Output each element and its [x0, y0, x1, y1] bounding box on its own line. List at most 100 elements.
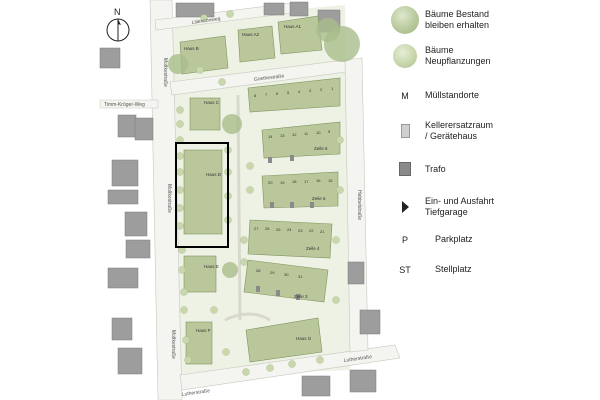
- legend-label: Kellerersatzraum / Gerätehaus: [425, 120, 494, 141]
- unit-number: 27: [254, 226, 259, 231]
- label-haus-e: Haus E: [204, 264, 219, 269]
- unit-number: 16: [316, 178, 321, 183]
- legend-symbol: ST: [399, 264, 411, 275]
- unit-number: 25: [276, 227, 281, 232]
- unit-numbers-row5: 28 29 30 31: [256, 268, 303, 279]
- unit-number: 12: [292, 132, 297, 137]
- unit-number: 20: [268, 180, 273, 185]
- legend-symbol: [385, 6, 425, 34]
- north-arrow-head: [118, 19, 121, 25]
- unit-number: 2: [320, 87, 323, 92]
- unit-number: 11: [304, 131, 309, 136]
- unit-number: 10: [316, 130, 321, 135]
- building-haus-g: [245, 317, 323, 363]
- unit-number: 23: [298, 228, 303, 233]
- legend: Bäume Bestand bleiben erhalten Bäume Neu…: [385, 0, 600, 400]
- unit-number: 14: [268, 134, 273, 139]
- row-zeile-4: [247, 219, 333, 259]
- unit-number: 19: [280, 180, 285, 185]
- label-haus-a2: Haus A2: [242, 32, 260, 37]
- label-goethestrasse: Goethestraße: [254, 73, 285, 83]
- legend-item-garage: Ein- und Ausfahrt Tiefgarage: [385, 196, 494, 218]
- unit-number: 15: [328, 178, 333, 183]
- legend-label: Müllstandorte: [425, 90, 480, 100]
- development-buildings: [179, 15, 323, 365]
- unit-number: 24: [287, 227, 292, 232]
- label-zeile-5: Zeile 5: [312, 196, 326, 201]
- label-haus-f: Haus F: [196, 328, 211, 333]
- legend-label: Parkplatz: [435, 234, 473, 244]
- unit-number: 18: [292, 179, 297, 184]
- legend-label: Ein- und Ausfahrt Tiefgarage: [425, 196, 495, 217]
- unit-number: 26: [265, 226, 270, 231]
- tree-new-icon: [393, 44, 417, 68]
- legend-item-trees-existing: Bäume Bestand bleiben erhalten: [385, 6, 489, 34]
- unit-number: 8: [254, 93, 257, 98]
- trafo-icon: [399, 162, 411, 176]
- label-moltkestrasse-top: Moltkestraße: [162, 58, 168, 87]
- unit-number: 3: [309, 88, 312, 93]
- row-1: [247, 77, 341, 113]
- unit-number: 4: [298, 89, 301, 94]
- unit-numbers-row4: 27 26 25 24 23 22 21: [254, 226, 325, 234]
- garage-icon: [401, 201, 409, 213]
- legend-item-muell: M Müllstandorte: [385, 90, 479, 101]
- label-haus-d: Haus D: [206, 172, 222, 177]
- label-lutherstrasse-right: Lutherstraße: [343, 354, 372, 364]
- label-moltkestrasse-mid: Moltkestraße: [166, 184, 172, 213]
- legend-label: Bäume Bestand bleiben erhalten: [425, 9, 490, 30]
- label-moltkestrasse-bottom: Moltkestraße: [170, 330, 176, 359]
- label-zeile-3: Zeile 3: [294, 294, 308, 299]
- legend-item-trafo: Trafo: [385, 162, 446, 176]
- label-zeile-4: Zeile 4: [306, 246, 320, 251]
- building-haus-a1: [277, 15, 323, 55]
- unit-number: 6: [276, 91, 279, 96]
- trees-new: [176, 10, 344, 376]
- row-zeile-3: [243, 259, 329, 303]
- label-zeile-6: Zeile 6: [314, 146, 328, 151]
- legend-item-trees-new: Bäume Neupflanzungen: [385, 44, 491, 68]
- street-timm-kroeger-weg: [99, 99, 159, 109]
- legend-label: Stellplatz: [435, 264, 472, 274]
- unit-numbers-row3: 20 19 18 17 16 15: [268, 178, 333, 185]
- neighbor-buildings: [99, 1, 381, 397]
- north-arrow: N: [106, 7, 130, 42]
- storage-sheds: [256, 155, 314, 300]
- label-lilienweg: Lilienconweg: [191, 16, 221, 26]
- footpaths: [224, 94, 271, 322]
- highlight-frame-haus-d: [175, 142, 229, 248]
- label-haus-b: Haus B: [184, 46, 199, 51]
- building-haus-a2: [237, 25, 276, 63]
- unit-number: 28: [256, 268, 261, 273]
- legend-item-keller: Kellerersatzraum / Gerätehaus: [385, 120, 493, 142]
- unit-number: 21: [320, 229, 325, 234]
- legend-symbol: M: [401, 90, 409, 101]
- unit-number: 22: [309, 228, 314, 233]
- legend-item-parkplatz: P Parkplatz: [385, 234, 473, 245]
- legend-item-stellplatz: ST Stellplatz: [385, 264, 472, 275]
- legend-symbol: [385, 124, 425, 138]
- tree-big-icon: [391, 6, 419, 34]
- building-haus-c: [189, 97, 221, 131]
- street-lutherstrasse: [179, 344, 401, 391]
- unit-number: 30: [284, 272, 289, 277]
- north-arrow-letter: N: [114, 7, 121, 17]
- row-zeile-6: [261, 121, 341, 159]
- legend-symbol: [385, 162, 425, 176]
- unit-number: 9: [328, 129, 331, 134]
- unit-number: 17: [304, 179, 309, 184]
- legend-label: Bäume Neupflanzungen: [425, 45, 491, 66]
- storage-icon: [400, 124, 410, 138]
- legend-symbol: P: [401, 234, 408, 245]
- label-timm-kroeger-weg: Timm-Kröger-Weg: [104, 102, 145, 108]
- legend-symbol: [385, 44, 425, 68]
- label-haus-g: Haus G: [296, 336, 312, 341]
- label-lutherstrasse-bottom: Lutherstraße: [181, 388, 210, 398]
- row-buildings: [243, 77, 341, 303]
- building-haus-d: [183, 149, 223, 235]
- building-haus-e: [183, 255, 217, 293]
- unit-number: 31: [298, 274, 303, 279]
- label-haus-a1: Haus A1: [284, 24, 302, 29]
